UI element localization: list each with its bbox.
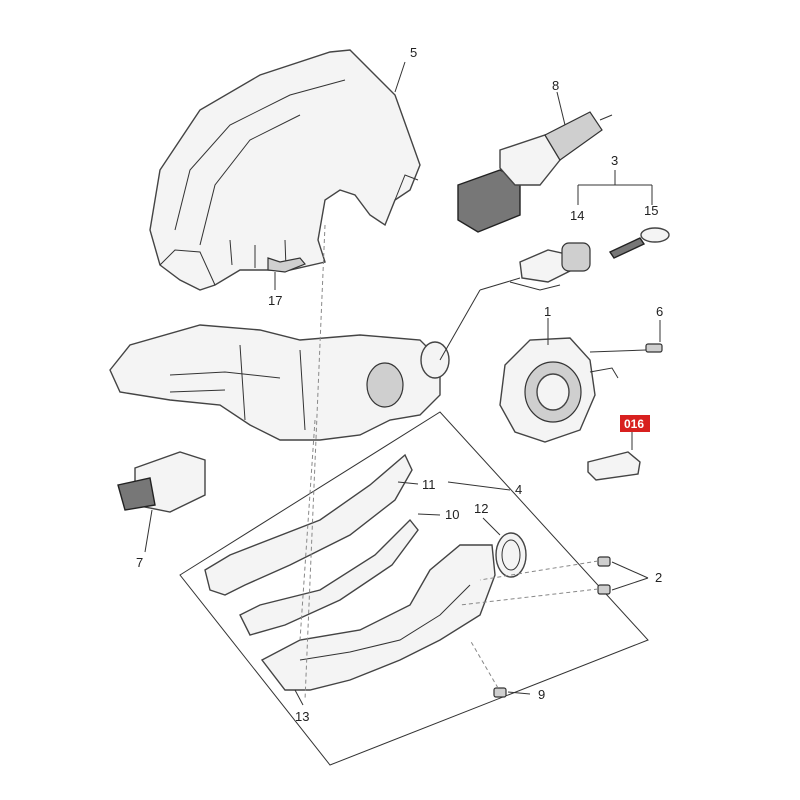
part-14-ignition-switch	[509, 242, 591, 291]
callout-3-bracket	[577, 170, 653, 205]
part-13-lower-shroud	[260, 544, 496, 691]
part-7-module	[117, 451, 206, 553]
part-12-ring	[495, 532, 527, 578]
callout-5: 5	[410, 45, 417, 60]
part-5-upper-cowl	[149, 49, 421, 291]
part-15-key	[608, 227, 670, 259]
part-9-screw	[469, 639, 531, 698]
callout-8: 8	[552, 78, 559, 93]
callout-12: 12	[474, 501, 488, 516]
part-1-clock-spring	[499, 337, 619, 443]
callout-7: 7	[136, 555, 143, 570]
callout-6: 6	[656, 304, 663, 319]
part-11-trim	[204, 453, 413, 596]
part-10-trim	[239, 518, 419, 636]
leader-lines	[294, 61, 549, 706]
part-016-connector: 016	[587, 415, 650, 481]
assembly-axis-lines	[299, 224, 521, 701]
highlight-label: 016	[624, 417, 644, 431]
callout-labels: 5 8 3 14 15 17 1 6 11 4 10 12 7 2 9 13	[136, 45, 663, 724]
callout-17: 17	[268, 293, 282, 308]
callout-10: 10	[445, 507, 459, 522]
highlight-badge	[620, 415, 650, 432]
part-2-screws	[459, 556, 649, 606]
steering-column	[109, 324, 450, 441]
part-17-screw	[267, 257, 306, 290]
callout-3: 3	[611, 153, 618, 168]
callout-4: 4	[515, 482, 522, 497]
callout-9: 9	[538, 687, 545, 702]
part-8-stalk-switch	[457, 91, 613, 233]
callout-2: 2	[655, 570, 662, 585]
callout-1: 1	[544, 304, 551, 319]
callout-11: 11	[422, 477, 436, 492]
callout-15: 15	[644, 203, 658, 218]
frame-4-lower-assembly	[179, 411, 649, 766]
callout-13: 13	[295, 709, 309, 724]
part-6-screw	[589, 320, 663, 353]
callout-14: 14	[570, 208, 584, 223]
